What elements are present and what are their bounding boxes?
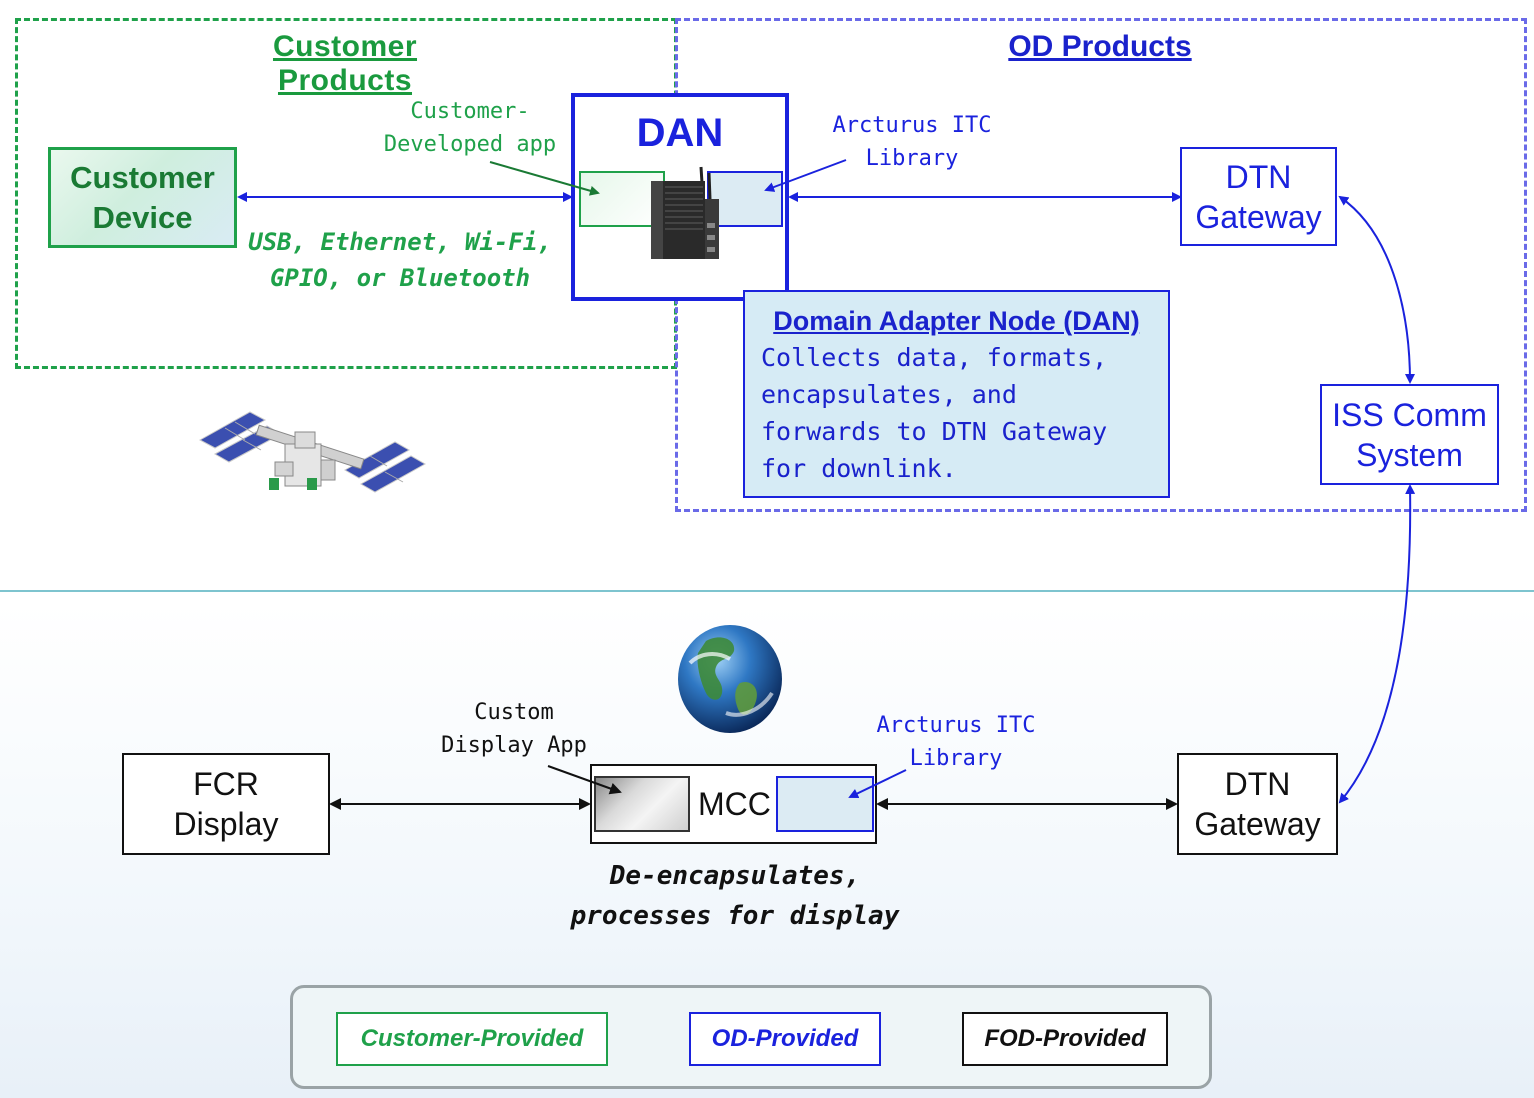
gateway-to-iss-link (1338, 195, 1415, 384)
iss-to-ground-link (1338, 484, 1416, 804)
iss-comm-system-label: ISS Comm System (1332, 396, 1487, 473)
customer-device-box: Customer Device (48, 147, 237, 248)
dan-description-body: Collects data, formats, encapsulates, an… (761, 343, 1108, 483)
customer-app-callout (489, 161, 600, 196)
itc-library-slot (707, 171, 783, 227)
itc-library-label-ground: Arcturus ITC Library (876, 713, 1036, 771)
legend-customer-label: Customer-Provided (360, 1025, 584, 1052)
customer-interfaces-label: USB, Ethernet, Wi-Fi, GPIO, or Bluetooth (248, 228, 552, 292)
legend-fod-label: FOD-Provided (984, 1025, 1146, 1052)
mcc-label: MCC (698, 786, 771, 822)
itc-library-callout (764, 159, 847, 192)
fcr-display-label: FCR Display (173, 766, 279, 842)
iss-icon (198, 411, 427, 493)
customer-device-label: Customer Device (70, 159, 215, 235)
mcc-caption: De-encapsulates, processes for display (570, 861, 900, 931)
space-dtn-gateway-label: DTN Gateway (1195, 158, 1322, 235)
ground-itc-library-slot (776, 776, 874, 832)
dan-box: DAN (571, 93, 789, 301)
legend: Customer-Provided OD-Provided FOD-Provid… (290, 985, 1212, 1089)
custom-app-callout (547, 765, 622, 795)
space-dtn-gateway-box: DTN Gateway (1180, 147, 1337, 246)
legend-od-provided: OD-Provided (689, 1012, 881, 1066)
ground-dtn-gateway-label: DTN Gateway (1194, 766, 1321, 842)
dan-description-title: Domain Adapter Node (DAN) (773, 306, 1140, 336)
ground-itc-callout (848, 769, 907, 799)
dan-device-icon (651, 166, 719, 259)
legend-customer-provided: Customer-Provided (336, 1012, 608, 1066)
legend-fod-provided: FOD-Provided (962, 1012, 1168, 1066)
iss-comm-system-box: ISS Comm System (1320, 384, 1499, 485)
od-products-title: OD Products (1008, 30, 1192, 63)
customer-app-label: Customer- Developed app (383, 99, 557, 157)
fcr-display-box: FCR Display (122, 753, 330, 855)
custom-display-app-label: Custom Display App (441, 700, 587, 758)
space-ground-separator (0, 590, 1534, 592)
mcc-box: MCC (590, 764, 877, 844)
ground-dtn-gateway-box: DTN Gateway (1177, 753, 1338, 855)
earth-icon (678, 625, 782, 733)
legend-od-label: OD-Provided (711, 1025, 859, 1052)
dan-title: DAN (636, 111, 724, 155)
dan-description-box: Domain Adapter Node (DAN) Collects data,… (743, 290, 1170, 498)
customer-products-title: Customer Products (272, 30, 418, 97)
itc-library-label-space: Arcturus ITC Library (832, 113, 992, 171)
